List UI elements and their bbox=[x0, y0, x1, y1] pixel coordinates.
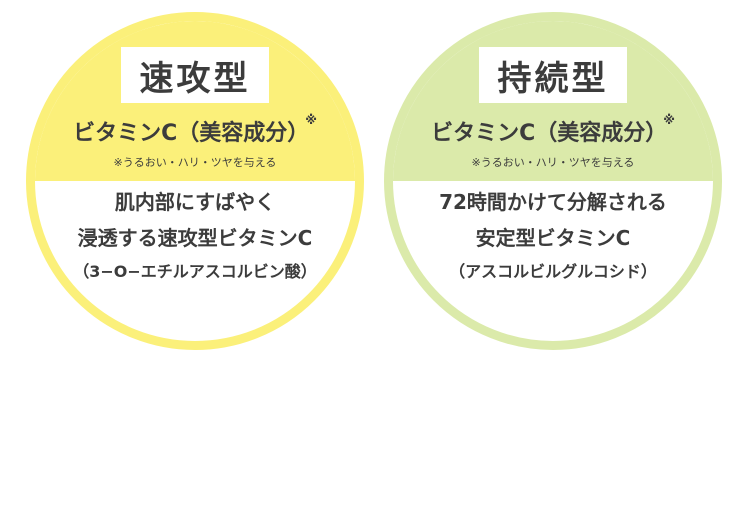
long-lasting-description: 72時間かけて分解される 安定型ビタミンC （アスコルビルグルコシド） bbox=[393, 184, 713, 288]
long-lasting-footnote: ※うるおい・ハリ・ツヤを与える bbox=[471, 156, 635, 169]
fast-acting-description-line-2: 浸透する速攻型ビタミンC bbox=[77, 226, 313, 250]
fast-acting-footnote-mark: ※ bbox=[305, 113, 317, 127]
long-lasting-type-label: 持続型 bbox=[479, 47, 627, 103]
fast-acting-description-line-1: 肌内部にすばやく bbox=[114, 190, 276, 214]
long-lasting-ingredient-name: （アスコルビルグルコシド） bbox=[449, 262, 657, 281]
long-lasting-footnote-mark: ※ bbox=[663, 113, 675, 127]
long-lasting-description-line-2: 安定型ビタミンC bbox=[475, 226, 631, 250]
fast-acting-vitamin-c-text: ビタミンC（美容成分） bbox=[73, 121, 310, 146]
long-lasting-vitamin-c-circle: 持続型 ビタミンC（美容成分）※ ※うるおい・ハリ・ツヤを与える 72時間かけて… bbox=[384, 12, 722, 350]
long-lasting-description-line-1: 72時間かけて分解される bbox=[439, 190, 667, 214]
fast-acting-type-label: 速攻型 bbox=[121, 47, 269, 103]
fast-acting-footnote: ※うるおい・ハリ・ツヤを与える bbox=[113, 156, 277, 169]
fast-acting-vitamin-c-circle: 速攻型 ビタミンC（美容成分）※ ※うるおい・ハリ・ツヤを与える 肌内部にすばや… bbox=[26, 12, 364, 350]
long-lasting-vitamin-c-text: ビタミンC（美容成分） bbox=[431, 121, 668, 146]
fast-acting-vitamin-c-title: ビタミンC（美容成分）※ bbox=[35, 113, 355, 147]
fast-acting-description: 肌内部にすばやく 浸透する速攻型ビタミンC （3−O−エチルアスコルビン酸） bbox=[35, 184, 355, 288]
fast-acting-ingredient-name: （3−O−エチルアスコルビン酸） bbox=[73, 262, 317, 281]
long-lasting-vitamin-c-title: ビタミンC（美容成分）※ bbox=[393, 113, 713, 147]
